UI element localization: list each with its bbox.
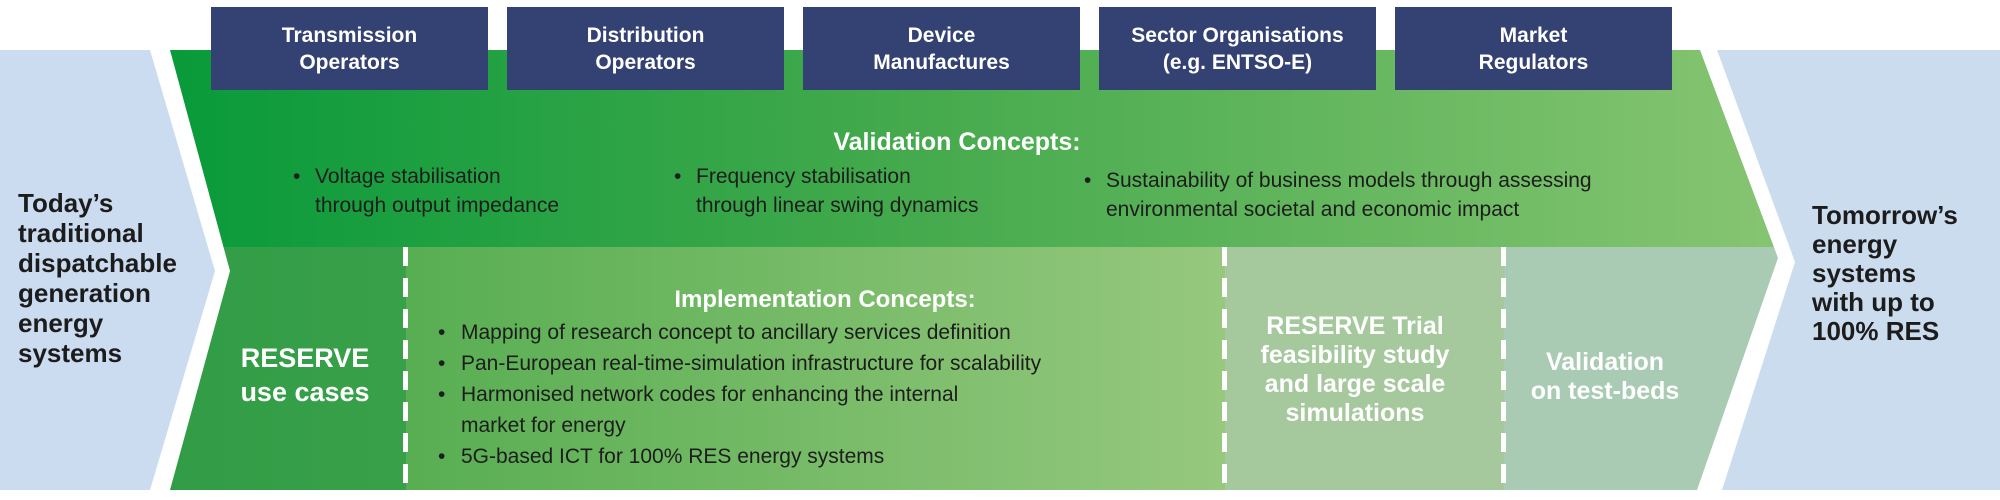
use-cases-line: use cases (240, 377, 370, 407)
use-cases-line: RESERVE (240, 343, 370, 373)
stakeholder-box-label-line: Market (1499, 23, 1568, 47)
validation-bullet-frequency: • Frequency stabilisation through linear… (674, 162, 978, 220)
stakeholder-box-label-line: Device (907, 23, 976, 47)
left-arrow-label-line: energy (18, 308, 104, 338)
bullet-line: Pan-European real-time-simulation infras… (461, 352, 1042, 375)
stakeholder-box-label-line: (e.g. ENTSO-E) (1162, 50, 1313, 74)
right-arrow-label-line: 100% RES (1812, 316, 1940, 346)
stakeholder-box-label-line: Transmission (281, 23, 418, 47)
implementation-bullet-pan-european: • Pan-European real-time-simulation infr… (438, 348, 1041, 379)
right-arrow-label-line: energy (1812, 229, 1898, 259)
stakeholder-box-device-manufactures: Device Manufactures (803, 7, 1080, 90)
left-arrow-label: Today’s traditional dispatchable generat… (18, 188, 177, 368)
bullet-line: market for energy (461, 414, 626, 437)
right-arrow-label-line: with up to (1812, 287, 1935, 317)
left-arrow-label-line: systems (18, 338, 123, 368)
bullet-icon: • (438, 445, 446, 468)
bullet-icon: • (438, 352, 446, 375)
testbeds-line: on test-beds (1530, 377, 1680, 405)
bullet-icon: • (438, 321, 446, 344)
implementation-bullet-list: • Mapping of research concept to ancilla… (438, 317, 1041, 472)
right-arrow-label-line: systems (1812, 258, 1917, 288)
bullet-icon: • (293, 165, 301, 188)
segment-trial-feasibility (1225, 247, 1504, 490)
bullet-icon: • (438, 383, 446, 406)
bullet-line: Mapping of research concept to ancillary… (461, 321, 1011, 344)
bullet-line: 5G-based ICT for 100% RES energy systems (461, 445, 885, 468)
right-arrow-tomorrow-systems: Tomorrow’s energy systems with up to 100… (1717, 50, 2000, 490)
stakeholder-box-distribution-operators: Distribution Operators (507, 7, 784, 90)
left-arrow-label-line: generation (18, 278, 151, 308)
stakeholder-box-transmission-operators: Transmission Operators (211, 7, 488, 90)
stakeholder-box-market-regulators: Market Regulators (1395, 7, 1672, 90)
segment-implementation (406, 247, 1225, 490)
implementation-concepts-title: Implementation Concepts: (674, 286, 976, 313)
reserve-use-cases-label: RESERVE use cases (200, 341, 410, 409)
validation-bullet-voltage: • Voltage stabilisation through output i… (293, 162, 559, 220)
stakeholder-box-label-line: Sector Organisations (1131, 23, 1344, 47)
stakeholder-box-label-line: Distribution (586, 23, 705, 47)
validation-bullet-text: Frequency stabilisation through linear s… (696, 162, 978, 220)
bullet-text: Harmonised network codes for enhancing t… (461, 379, 958, 441)
bullet-icon: • (674, 165, 682, 188)
validation-bullet-text: Voltage stabilisation through output imp… (315, 162, 559, 220)
trial-line: RESERVE Trial (1266, 312, 1444, 340)
trial-line: feasibility study (1260, 341, 1450, 369)
bullet-line: Frequency stabilisation (696, 165, 911, 188)
bullet-line: Voltage stabilisation (315, 165, 501, 188)
bullet-line: Harmonised network codes for enhancing t… (461, 383, 959, 406)
bullet-line: through output impedance (315, 194, 560, 217)
dashed-divider-1 (403, 247, 408, 490)
left-arrow-today-systems: Today’s traditional dispatchable generat… (0, 50, 215, 490)
bullet-line: Sustainability of business models throug… (1106, 169, 1592, 192)
validation-bullet-sustainability: • Sustainability of business models thro… (1084, 166, 1592, 224)
dashed-divider-2 (1222, 247, 1227, 490)
trial-line: and large scale (1264, 370, 1446, 398)
bullet-line: through linear swing dynamics (696, 194, 979, 217)
stakeholder-box-label-line: Operators (595, 50, 696, 74)
validation-concepts-title: Validation Concepts: (833, 128, 1081, 156)
stakeholder-box-label-line: Manufactures (873, 50, 1010, 74)
trial-line: simulations (1285, 399, 1425, 427)
stakeholder-box-sector-organisations: Sector Organisations (e.g. ENTSO-E) (1099, 7, 1376, 90)
reserve-trial-label: RESERVE Trial feasibility study and larg… (1240, 312, 1470, 428)
left-arrow-label-line: traditional (18, 218, 144, 248)
stakeholder-box-label-line: Operators (299, 50, 400, 74)
bullet-icon: • (1084, 169, 1092, 192)
bullet-line: environmental societal and economic impa… (1106, 198, 1520, 221)
right-arrow-label-line: Tomorrow’s (1812, 200, 1958, 230)
implementation-bullet-harmonised: • Harmonised network codes for enhancing… (438, 379, 1041, 441)
validation-bullet-text: Sustainability of business models throug… (1106, 166, 1592, 224)
right-arrow-label: Tomorrow’s energy systems with up to 100… (1812, 201, 1958, 346)
stakeholder-box-label-line: Regulators (1478, 50, 1589, 74)
left-arrow-label-line: Today’s (18, 188, 114, 218)
implementation-bullet-5g: • 5G-based ICT for 100% RES energy syste… (438, 441, 1041, 472)
testbeds-line: Validation (1545, 348, 1665, 376)
implementation-bullet-mapping: • Mapping of research concept to ancilla… (438, 317, 1041, 348)
dashed-divider-3 (1501, 247, 1506, 490)
left-arrow-label-line: dispatchable (18, 248, 177, 278)
validation-testbeds-label: Validation on test-beds (1490, 348, 1720, 406)
